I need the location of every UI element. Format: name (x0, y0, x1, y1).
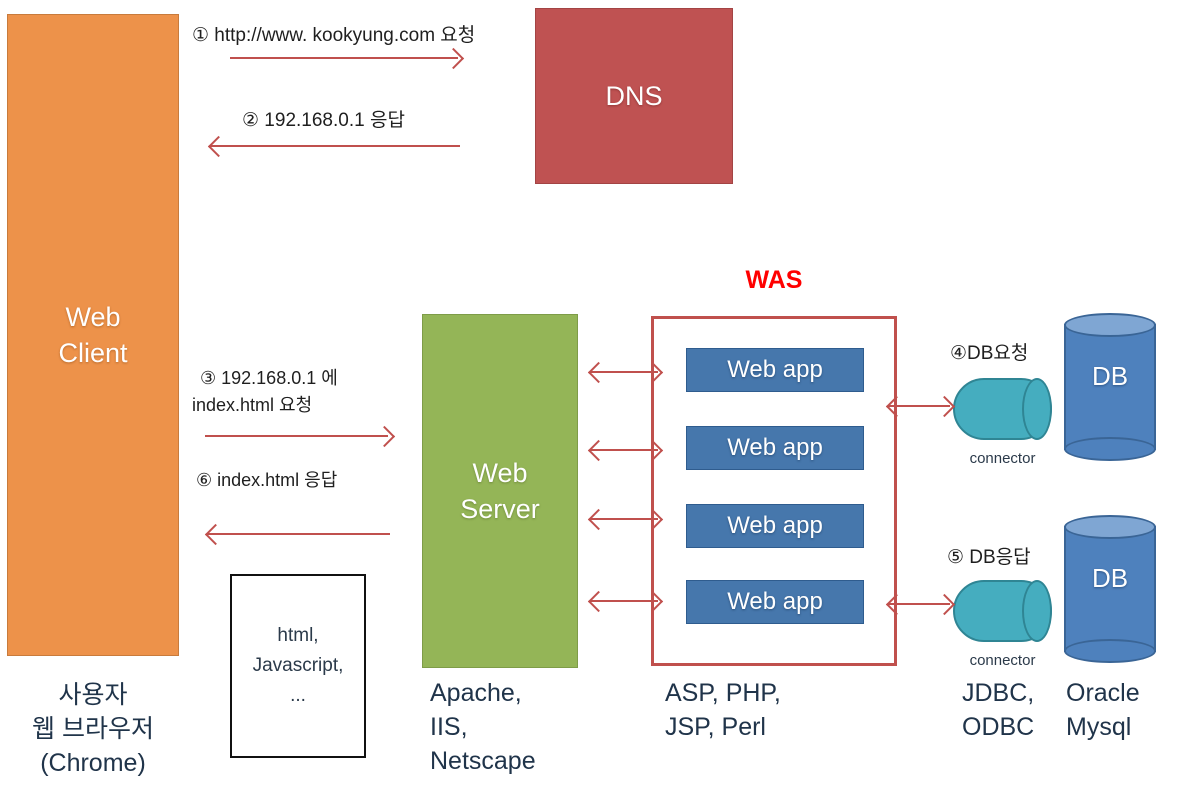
ws-was-arrow-3-head-left (587, 508, 610, 531)
connector-caption: JDBC, ODBC (962, 676, 1034, 744)
was-container[interactable] (651, 316, 897, 666)
ws-was-arrow-3-line (590, 518, 658, 520)
ws-was-arrow-2-head-left (587, 439, 610, 462)
web-app-1[interactable]: Web app (686, 348, 864, 392)
web-client-label: Web Client (58, 299, 127, 371)
client-artifact-box[interactable]: html, Javascript, ... (230, 574, 366, 758)
database-2[interactable]: DB (1064, 515, 1156, 663)
step-4-arrow-line (888, 405, 950, 407)
web-app-2-label: Web app (727, 434, 823, 461)
client-caption: 사용자 웹 브라우저 (Chrome) (7, 678, 179, 780)
connector-caption-line1: JDBC, (962, 679, 1035, 707)
step-6-arrow-line (207, 533, 390, 535)
web-server-label: Web Server (460, 455, 540, 527)
was-title: WAS (745, 266, 803, 294)
was-caption-line1: ASP, PHP, (665, 679, 781, 707)
client-caption-line3: (Chrome) (40, 749, 146, 777)
connector-2-label: connector (969, 652, 1036, 669)
web-app-4-label: Web app (727, 588, 823, 615)
database-2-top (1064, 515, 1156, 539)
dns-label: DNS (605, 80, 663, 111)
web-server-caption-line2: IIS, (430, 713, 468, 741)
web-server-caption-line1: Apache, (430, 679, 522, 707)
client-caption-line1: 사용자 (58, 681, 128, 709)
step-5-arrow-line (888, 603, 950, 605)
step-5-label: ⑤ DB응답 (947, 547, 1031, 568)
database-1-bottom (1064, 437, 1156, 461)
connector-2-cap (1022, 580, 1052, 642)
step-3-arrow-head (373, 425, 396, 448)
database-caption: Oracle Mysql (1066, 676, 1140, 744)
was-caption-line2: JSP, Perl (665, 713, 766, 741)
artifact-line-ellipsis: ... (290, 685, 306, 706)
step-3-label-line2: index.html 요청 (192, 395, 313, 415)
connector-1[interactable] (953, 378, 1052, 440)
step-2-label: ② 192.168.0.1 응답 (242, 110, 405, 131)
client-artifact-lines: html, Javascript, ... (253, 621, 344, 711)
database-1[interactable]: DB (1064, 313, 1156, 461)
ws-was-arrow-1-line (590, 371, 658, 373)
dns-node[interactable]: DNS (535, 8, 733, 184)
database-2-bottom (1064, 639, 1156, 663)
web-server-caption-line3: Netscape (430, 747, 536, 775)
step-2-arrow-line (210, 145, 460, 147)
connector-1-label: connector (969, 450, 1036, 467)
step-1-label: ① http://www. kookyung.com 요청 (192, 25, 476, 46)
web-server-label-line1: Web (472, 458, 528, 488)
step-5-arrow-head-right (933, 593, 956, 616)
was-caption: ASP, PHP, JSP, Perl (665, 676, 781, 744)
ws-was-arrow-4-line (590, 600, 658, 602)
ws-was-arrow-2-line (590, 449, 658, 451)
web-server-label-line2: Server (460, 494, 540, 524)
database-2-body (1064, 526, 1156, 652)
step-1-arrow-head (442, 47, 465, 70)
connector-caption-line2: ODBC (962, 713, 1035, 741)
web-client-label-line2: Client (58, 338, 128, 368)
step-4-arrow-head-right (933, 395, 956, 418)
web-app-3[interactable]: Web app (686, 504, 864, 548)
database-1-body (1064, 324, 1156, 450)
database-caption-line2: Mysql (1066, 713, 1132, 741)
database-1-top (1064, 313, 1156, 337)
step-6-label: ⑥ index.html 응답 (196, 470, 338, 490)
web-app-2[interactable]: Web app (686, 426, 864, 470)
database-caption-line1: Oracle (1066, 679, 1140, 707)
step-3-arrow-line (205, 435, 388, 437)
database-2-label: DB (1091, 563, 1129, 593)
artifact-line-javascript: Javascript, (252, 655, 344, 676)
web-app-3-label: Web app (727, 512, 823, 539)
client-caption-line2: 웹 브라우저 (32, 715, 154, 743)
web-client-node[interactable]: Web Client (7, 14, 179, 656)
step-4-label: ④DB요청 (950, 343, 1029, 364)
connector-2[interactable] (953, 580, 1052, 642)
step-2-arrow-head (207, 135, 230, 158)
step-3-label-line1: ③ 192.168.0.1 에 (200, 368, 338, 388)
step-1-arrow-line (230, 57, 458, 59)
connector-1-cap (1022, 378, 1052, 440)
ws-was-arrow-1-head-left (587, 361, 610, 384)
artifact-line-html: html, (277, 625, 319, 646)
ws-was-arrow-4-head-left (587, 590, 610, 613)
web-app-1-label: Web app (727, 356, 823, 383)
web-server-caption: Apache, IIS, Netscape (430, 676, 536, 778)
web-client-label-line1: Web (65, 302, 121, 332)
web-server-node[interactable]: Web Server (422, 314, 578, 668)
web-app-4[interactable]: Web app (686, 580, 864, 624)
database-1-label: DB (1091, 361, 1129, 391)
step-6-arrow-head (204, 523, 227, 546)
